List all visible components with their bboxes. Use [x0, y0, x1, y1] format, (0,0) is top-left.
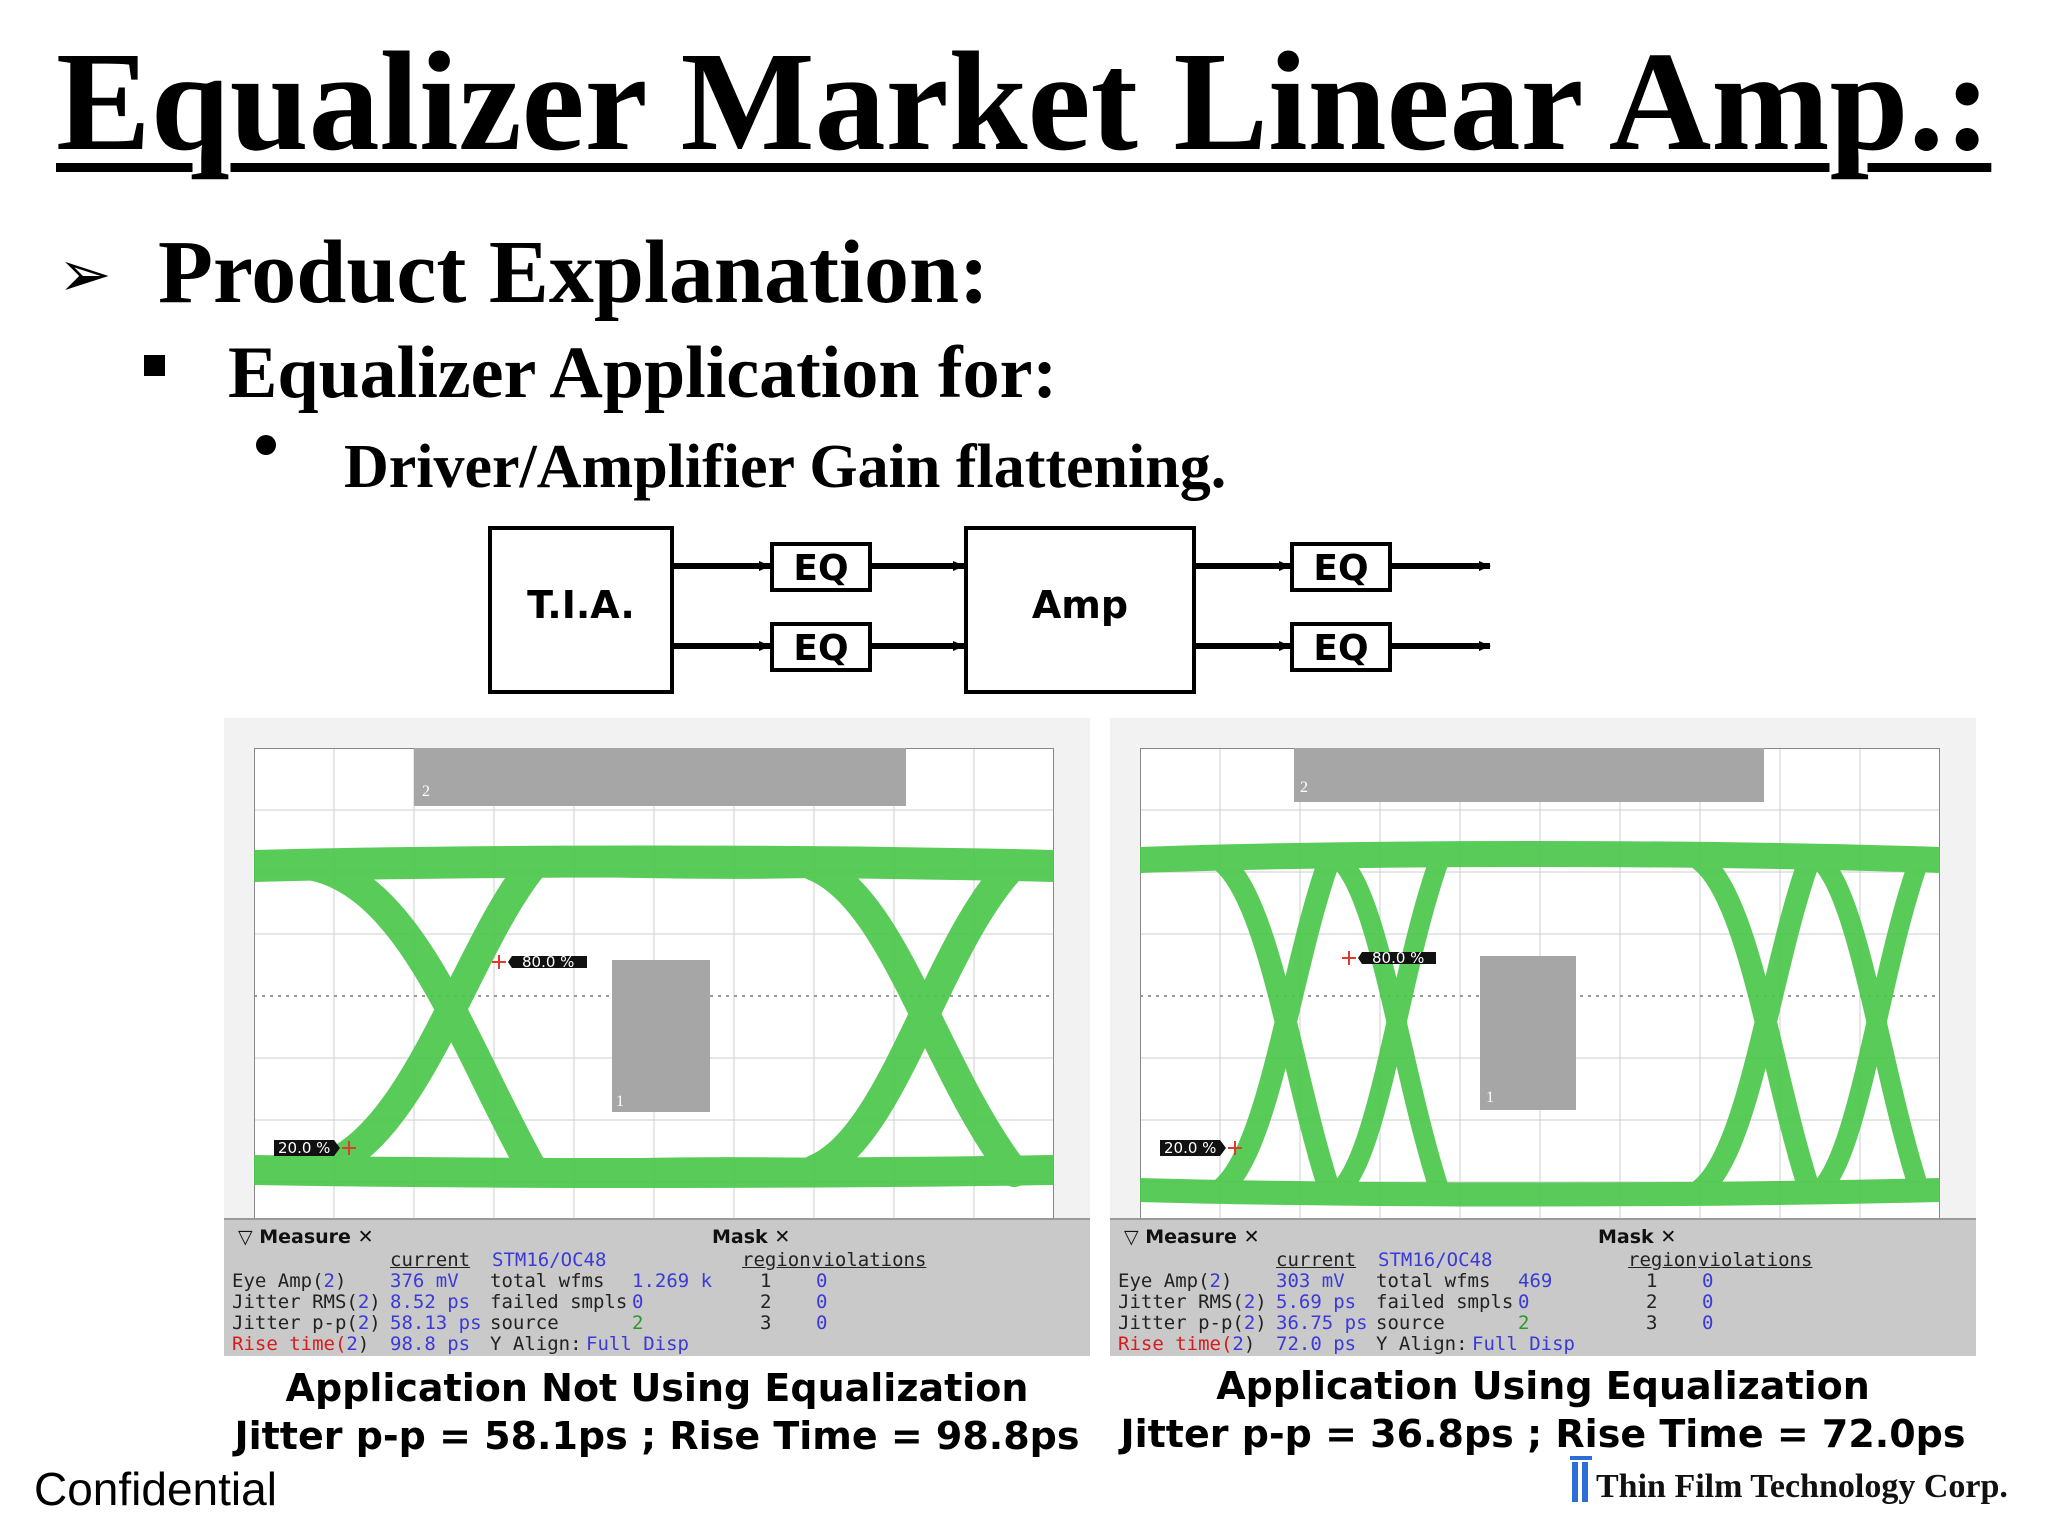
region-numbers: 1 2 3 [760, 1270, 772, 1334]
amp-block [964, 526, 1196, 694]
tia-block [488, 526, 674, 694]
caption-with-eq-stats: Jitter p-p = 36.8ps ; Rise Time = 72.0ps [1120, 1412, 1966, 1456]
bullet-gain-flattening: Driver/Amplifier Gain flattening. [344, 433, 1227, 501]
mask-region-label: 1 [1486, 1089, 1494, 1106]
measure-tab[interactable]: ▽ Measure ✕ [1124, 1226, 1260, 1248]
close-icon: ✕ [1243, 1226, 1260, 1248]
measure-panel: ▽ Measure ✕ Mask ✕ current STM16/OC48 re… [1110, 1218, 1976, 1356]
slide-title: Equalizer Market Linear Amp.: [56, 22, 1992, 180]
col-region: region [742, 1249, 811, 1271]
eq-block [1290, 542, 1392, 592]
arrow-bullet-icon: ➢ [58, 238, 112, 312]
block-diagram: T.I.A. EQ EQ Amp EQ EQ [488, 526, 1491, 694]
meas-row-labels: Eye Amp(2) Jitter RMS(2) Jitter p-p(2) R… [232, 1270, 381, 1355]
marker-80-percent: 80.0 % [1342, 949, 1436, 967]
mask-region-2 [414, 748, 906, 806]
close-icon: ✕ [1660, 1226, 1677, 1248]
col-region: region [1628, 1249, 1697, 1271]
bullet-product-explanation: Product Explanation: [158, 223, 989, 322]
y-align-value: Full Disp [586, 1333, 689, 1355]
measure-tab[interactable]: ▽ Measure ✕ [238, 1226, 374, 1248]
mask-tab[interactable]: Mask ✕ [1598, 1226, 1677, 1248]
mask-region-label: 2 [1300, 779, 1308, 796]
col-violations: violations [1698, 1249, 1813, 1271]
close-icon: ✕ [774, 1226, 791, 1248]
round-bullet-icon [256, 435, 276, 455]
tia-label: T.I.A. [527, 583, 635, 627]
mask-stat-labels: total wfms failed smpls source Y Align: [490, 1270, 628, 1355]
eq-label: EQ [793, 628, 848, 669]
mask-stat-values: 1.269 k 0 2 [632, 1270, 713, 1334]
svg-text:20.0 %: 20.0 % [278, 1139, 330, 1157]
col-standard: STM16/OC48 [1378, 1249, 1493, 1271]
company-name: Thin Film Technology Corp. [1596, 1468, 2008, 1505]
region-violations: 0 0 0 [816, 1270, 828, 1334]
col-current: current [390, 1249, 471, 1271]
eq-block [770, 622, 872, 672]
meas-row-values: 376 mV 8.52 ps 58.13 ps 98.8 ps [390, 1270, 482, 1355]
confidential-label: Confidential [34, 1463, 277, 1515]
eq-label: EQ [1313, 628, 1368, 669]
eye-diagram-without-eq: 2 1 80.0 % 20.0 % [254, 748, 1054, 1248]
meas-row-values: 303 mV 5.69 ps 36.75 ps 72.0 ps [1276, 1270, 1368, 1355]
scope-panel-with-eq: 2 1 80.0 % 20.0 % ▽ Measure ✕ Mask ✕ [1110, 718, 1976, 1356]
eye-diagram-with-eq: 2 1 80.0 % 20.0 % [1140, 748, 1940, 1248]
eye-traces [254, 845, 1054, 1188]
amp-label: Amp [1032, 583, 1128, 627]
marker-80-percent: 80.0 % [492, 953, 587, 971]
close-icon: ✕ [357, 1226, 374, 1248]
marker-20-percent: 20.0 % [1160, 1139, 1242, 1157]
svg-text:80.0 %: 80.0 % [522, 953, 574, 971]
company-logo-icon [1570, 1456, 1592, 1502]
eq-label: EQ [793, 548, 848, 589]
measure-panel: ▽ Measure ✕ Mask ✕ current STM16/OC48 re… [224, 1218, 1090, 1356]
svg-text:80.0 %: 80.0 % [1372, 949, 1424, 967]
eye-traces [1140, 841, 1940, 1207]
mask-region-2 [1294, 748, 1764, 802]
square-bullet-icon [144, 355, 165, 376]
mask-region-label: 1 [616, 1093, 624, 1110]
bullet-equalizer-application: Equalizer Application for: [228, 332, 1058, 414]
col-standard: STM16/OC48 [492, 1249, 607, 1271]
mask-stat-labels: total wfms failed smpls source Y Align: [1376, 1270, 1514, 1355]
meas-row-labels: Eye Amp(2) Jitter RMS(2) Jitter p-p(2) R… [1118, 1270, 1267, 1355]
mask-stat-values: 469 0 2 [1518, 1270, 1553, 1334]
caption-without-eq-stats: Jitter p-p = 58.1ps ; Rise Time = 98.8ps [234, 1414, 1080, 1458]
eq-label: EQ [1313, 548, 1368, 589]
y-align-value: Full Disp [1472, 1333, 1575, 1355]
marker-20-percent: 20.0 % [274, 1139, 356, 1157]
region-violations: 0 0 0 [1702, 1270, 1714, 1334]
col-violations: violations [812, 1249, 927, 1271]
svg-text:20.0 %: 20.0 % [1164, 1139, 1216, 1157]
eq-block [1290, 622, 1392, 672]
scope-panel-without-eq: 2 1 80.0 % 20.0 % ▽ Measure ✕ Mask ✕ cur… [224, 718, 1090, 1356]
caption-with-eq-title: Application Using Equalization [1216, 1364, 1870, 1408]
region-numbers: 1 2 3 [1646, 1270, 1658, 1334]
mask-region-1 [1480, 956, 1576, 1110]
mask-tab[interactable]: Mask ✕ [712, 1226, 791, 1248]
mask-region-label: 2 [422, 783, 430, 800]
col-current: current [1276, 1249, 1357, 1271]
caption-without-eq-title: Application Not Using Equalization [285, 1366, 1029, 1410]
mask-region-1 [612, 960, 710, 1112]
